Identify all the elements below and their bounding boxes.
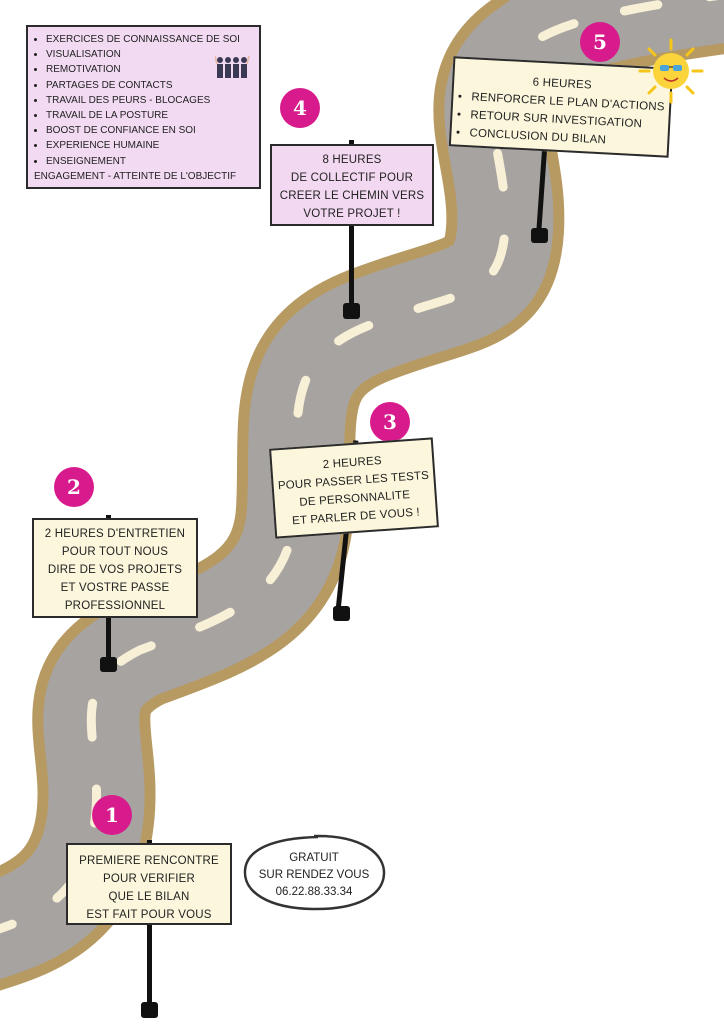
sign-line: DIRE DE VOS PROJETS (47, 564, 183, 576)
info-item: TRAVAIL DE LA POSTURE (46, 108, 255, 123)
team-people-icon (215, 55, 250, 78)
sign-line: ET VOSTRE PASSE (60, 582, 170, 594)
sign-line: DE COLLECTIF POUR (290, 172, 414, 184)
sign-line: 8 HEURES (322, 154, 382, 166)
step-2-sign: 2 HEURES D'ENTRETIEN POUR TOUT NOUS DIRE… (32, 518, 198, 618)
info-item: EXERCICES DE CONNAISSANCE DE SOI (46, 32, 255, 47)
info-item: TRAVAIL DES PEURS - BLOCAGES (46, 93, 255, 108)
sign-line: QUE LE BILAN (108, 891, 190, 903)
free-line: GRATUIT (289, 852, 339, 864)
sign-line: CREER LE CHEMIN VERS (279, 190, 425, 202)
free-appointment-badge: GRATUIT SUR RENDEZ VOUS 06.22.88.33.34 (240, 832, 388, 911)
step-5-badge: 5 (580, 22, 620, 62)
sign-line: EST FAIT POUR VOUS (86, 909, 212, 921)
phone-number: 06.22.88.33.34 (275, 886, 353, 898)
sign-bullets: RENFORCER LE PLAN D'ACTIONS RETOUR SUR I… (451, 87, 670, 152)
road-center-dashes (0, 0, 719, 934)
sign-line: PROFESSIONNEL (64, 600, 166, 612)
free-line: SUR RENDEZ VOUS (258, 869, 370, 881)
info-item: REMOTIVATION (46, 62, 255, 77)
info-item: PARTAGES DE CONTACTS (46, 78, 255, 93)
sign-line: 2 HEURES D'ENTRETIEN (44, 528, 186, 540)
info-item: BOOST DE CONFIANCE EN SOI (46, 123, 255, 138)
oval-outline (243, 834, 386, 911)
step-4-badge: 4 (280, 88, 320, 128)
info-box: EXERCICES DE CONNAISSANCE DE SOI VISUALI… (26, 25, 261, 189)
step-2-badge: 2 (54, 467, 94, 507)
info-last-line: ENGAGEMENT - ATTEINTE DE L'OBJECTIF (34, 170, 237, 182)
sign-line: POUR TOUT NOUS (61, 546, 169, 558)
info-item: EXPERIENCE HUMAINE (46, 138, 255, 153)
step-1-badge: 1 (92, 795, 132, 835)
step-1-sign: PREMIERE RENCONTRE POUR VERIFIER QUE LE … (66, 843, 232, 925)
info-item: ENSEIGNEMENT (46, 154, 255, 169)
sign-line: PREMIERE RENCONTRE (79, 855, 219, 867)
step-3-sign: 2 HEURES POUR PASSER LES TESTS DE PERSON… (269, 437, 439, 539)
step-4-sign: 8 HEURES DE COLLECTIF POUR CREER LE CHEM… (270, 144, 434, 226)
sign-line: VOTRE PROJET ! (303, 208, 401, 220)
step-3-badge: 3 (370, 402, 410, 442)
sign-line: POUR VERIFIER (102, 873, 196, 885)
sun-with-sunglasses-icon (638, 38, 704, 104)
info-list: EXERCICES DE CONNAISSANCE DE SOI VISUALI… (34, 32, 255, 169)
info-item: VISUALISATION (46, 47, 255, 62)
